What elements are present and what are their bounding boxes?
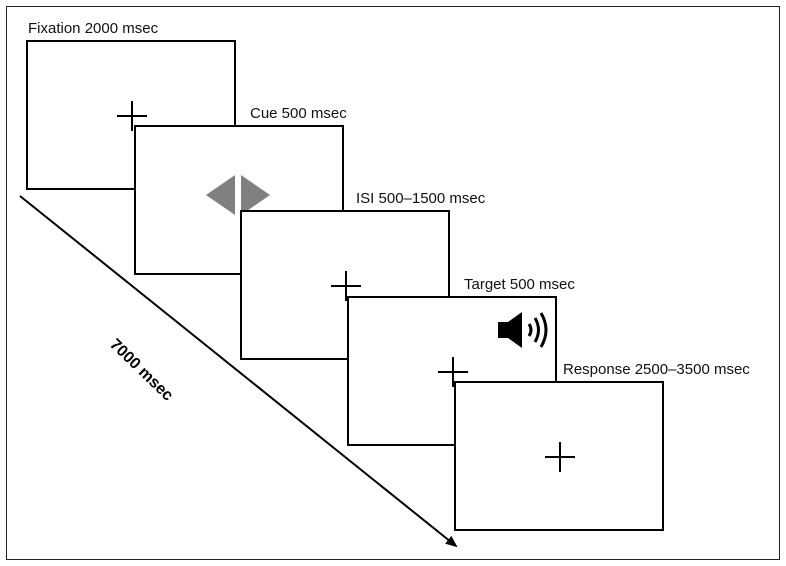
fixation-cross-icon [331, 271, 361, 301]
fixation-cross-icon [438, 357, 468, 387]
speaker-icon [498, 312, 548, 348]
response-label: Response 2500–3500 msec [563, 361, 750, 378]
isi-label: ISI 500–1500 msec [356, 190, 486, 207]
target-label: Target 500 msec [464, 276, 575, 293]
response-frame [454, 381, 664, 531]
cue-label: Cue 500 msec [250, 105, 347, 122]
fixation-cross-icon [117, 101, 147, 131]
figure-border [6, 6, 780, 560]
fixation-label: Fixation 2000 msec [28, 20, 159, 37]
cue-arrows-icon [206, 175, 270, 215]
fixation-cross-icon [545, 442, 575, 472]
